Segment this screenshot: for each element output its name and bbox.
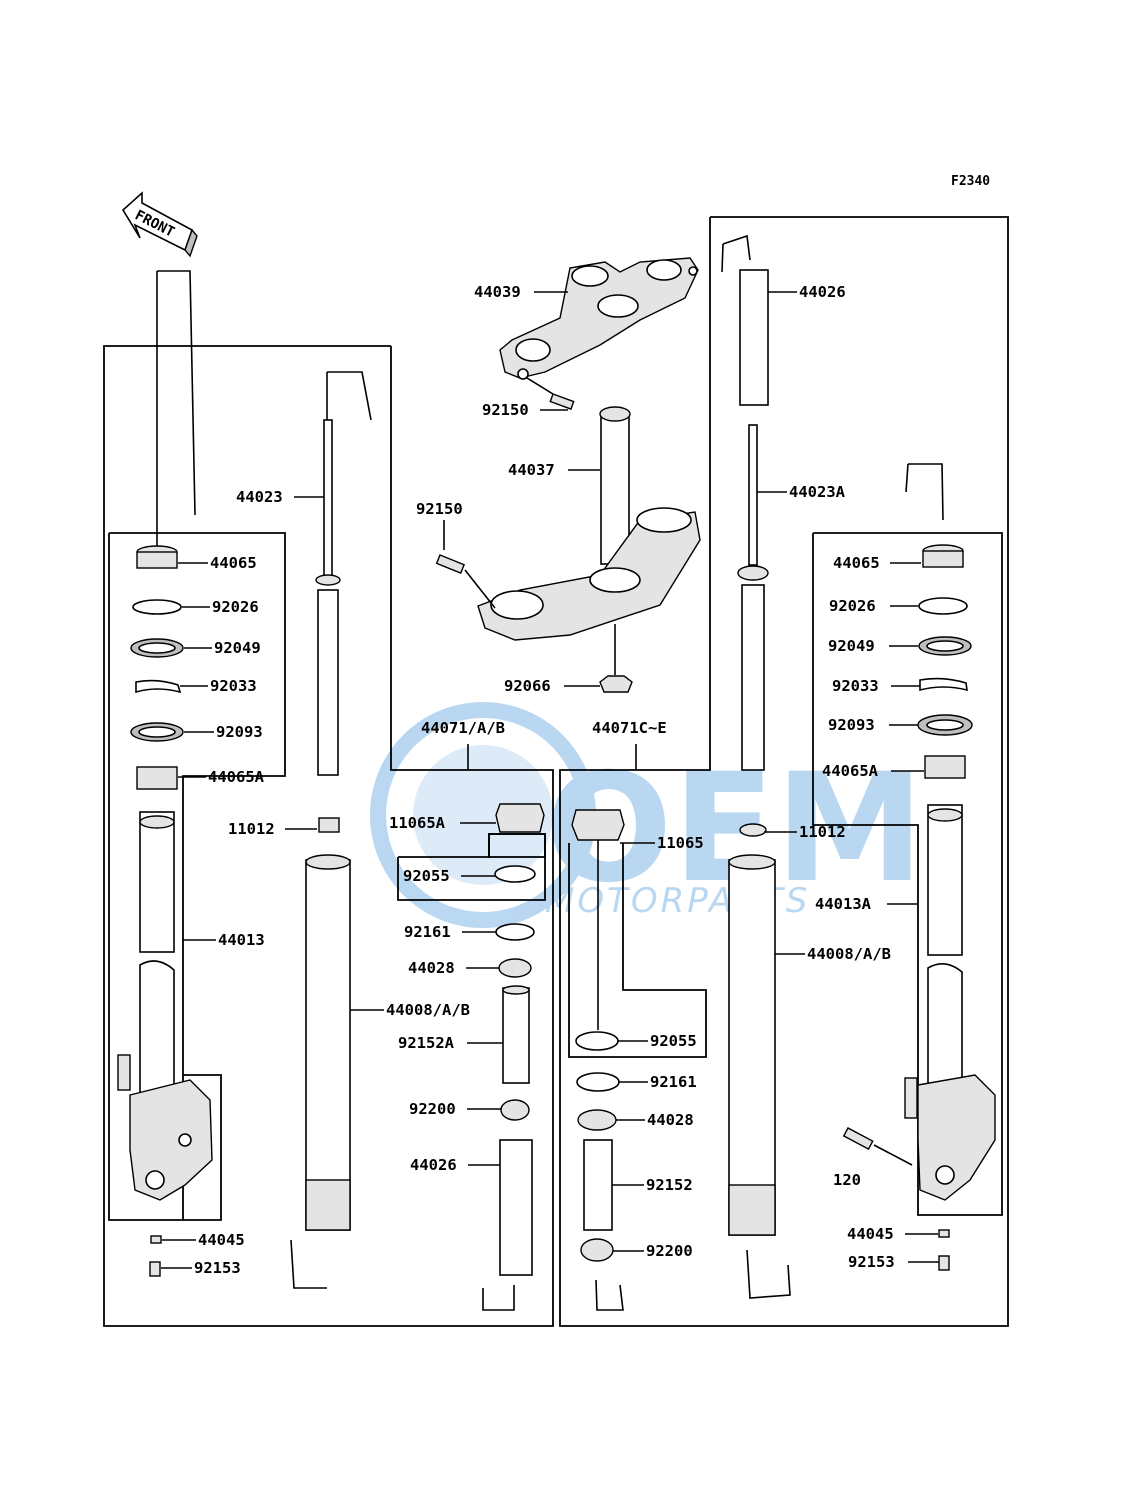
- label-44065-right: 44065: [833, 554, 880, 572]
- right-fork-outer-tube-44013A: [904, 463, 996, 1201]
- left-fork-outer-tube-44013: [117, 270, 213, 1201]
- label-92055-right: 92055: [650, 1032, 697, 1050]
- right-spring-44026: [721, 234, 769, 406]
- label-44065-left: 44065: [210, 554, 257, 572]
- label-92200-right: 92200: [646, 1242, 693, 1260]
- front-direction-arrow-icon: FRONT: [121, 191, 198, 258]
- label-44023A: 44023A: [789, 483, 846, 501]
- label-92026-right: 92026: [829, 597, 876, 615]
- label-44028-center: 44028: [408, 959, 455, 977]
- watermark: OEM MOTORPARTS: [370, 702, 924, 928]
- label-44013: 44013: [218, 931, 265, 949]
- label-120: 120: [833, 1171, 861, 1189]
- label-92152: 92152: [646, 1176, 693, 1194]
- center-cap-11065A: [495, 803, 545, 833]
- right-inner-tube-44023A: [728, 424, 791, 1299]
- label-44013A: 44013A: [815, 895, 872, 913]
- label-44008ab-left: 44008/A/B: [386, 1001, 470, 1019]
- label-92200-center: 92200: [409, 1100, 456, 1118]
- label-44037: 44037: [508, 461, 555, 479]
- steering-stem-lower-clamp: [477, 406, 701, 675]
- right-collar-44028: [577, 1109, 617, 1131]
- label-92153-right: 92153: [848, 1253, 895, 1271]
- right-cap-11065: [571, 809, 625, 1030]
- label-92026-left: 92026: [212, 598, 259, 616]
- stem-nut-92066: [599, 675, 633, 693]
- center-ring-92161: [495, 923, 535, 941]
- label-92153-left: 92153: [194, 1259, 241, 1277]
- label-44008ab-right: 44008/A/B: [807, 945, 891, 963]
- label-44065A-left: 44065A: [208, 768, 265, 786]
- right-seat-92200: [580, 1238, 624, 1311]
- label-92066: 92066: [504, 677, 551, 695]
- left-44045-washer: [150, 1235, 162, 1244]
- label-92152A: 92152A: [398, 1034, 455, 1052]
- label-92033-left: 92033: [210, 677, 257, 695]
- label-92161-center: 92161: [404, 923, 451, 941]
- label-44028-right: 44028: [647, 1111, 694, 1129]
- label-44026-center: 44026: [410, 1156, 457, 1174]
- center-collar-44028: [498, 958, 532, 978]
- right-92153-bolt: [938, 1255, 950, 1271]
- left-92153-bolt: [149, 1261, 161, 1277]
- center-spacer-92152A: [502, 985, 530, 1084]
- figure-code: F2340: [951, 174, 990, 189]
- label-92033-right: 92033: [832, 677, 879, 695]
- label-44026-right: 44026: [799, 283, 846, 301]
- label-44045-left: 44045: [198, 1231, 245, 1249]
- label-44023: 44023: [236, 488, 283, 506]
- label-92150-upper: 92150: [482, 401, 529, 419]
- label-11065: 11065: [657, 834, 704, 852]
- label-92093-right: 92093: [828, 716, 875, 734]
- right-44045-washer: [938, 1229, 950, 1238]
- label-11012-left: 11012: [228, 820, 275, 838]
- label-11065A: 11065A: [389, 814, 446, 832]
- leader-lines: [161, 291, 939, 1269]
- upper-triple-clamp: [499, 257, 699, 380]
- left-inner-tube-44008: [290, 371, 372, 1289]
- label-44071-ce: 44071C~E: [592, 719, 667, 737]
- label-92150-lower: 92150: [416, 500, 463, 518]
- label-92049-left: 92049: [214, 639, 261, 657]
- label-44045-right: 44045: [847, 1225, 894, 1243]
- right-spacer-92152: [583, 1139, 613, 1231]
- right-bolt-120: [842, 1127, 913, 1166]
- label-44071-ab: 44071/A/B: [421, 719, 505, 737]
- label-92093-left: 92093: [216, 723, 263, 741]
- part-labels: 44039 92150 44037 92150 92066 44071/A/B …: [194, 283, 895, 1277]
- right-ring-92161: [576, 1072, 620, 1092]
- bolt-92150-upper: [526, 377, 575, 410]
- label-44039: 44039: [474, 283, 521, 301]
- center-oring-92055: [494, 865, 536, 883]
- label-92161-right: 92161: [650, 1073, 697, 1091]
- label-92055-center: 92055: [403, 867, 450, 885]
- label-92049-right: 92049: [828, 637, 875, 655]
- label-44065A-right: 44065A: [822, 762, 879, 780]
- group-boxes: [103, 216, 1009, 1327]
- right-oring-92055: [575, 1031, 619, 1051]
- center-seat-92200: [500, 1099, 530, 1121]
- bolt-92150-lower: [435, 554, 496, 609]
- label-11012-right: 11012: [799, 823, 846, 841]
- center-spring-44026: [482, 1139, 533, 1311]
